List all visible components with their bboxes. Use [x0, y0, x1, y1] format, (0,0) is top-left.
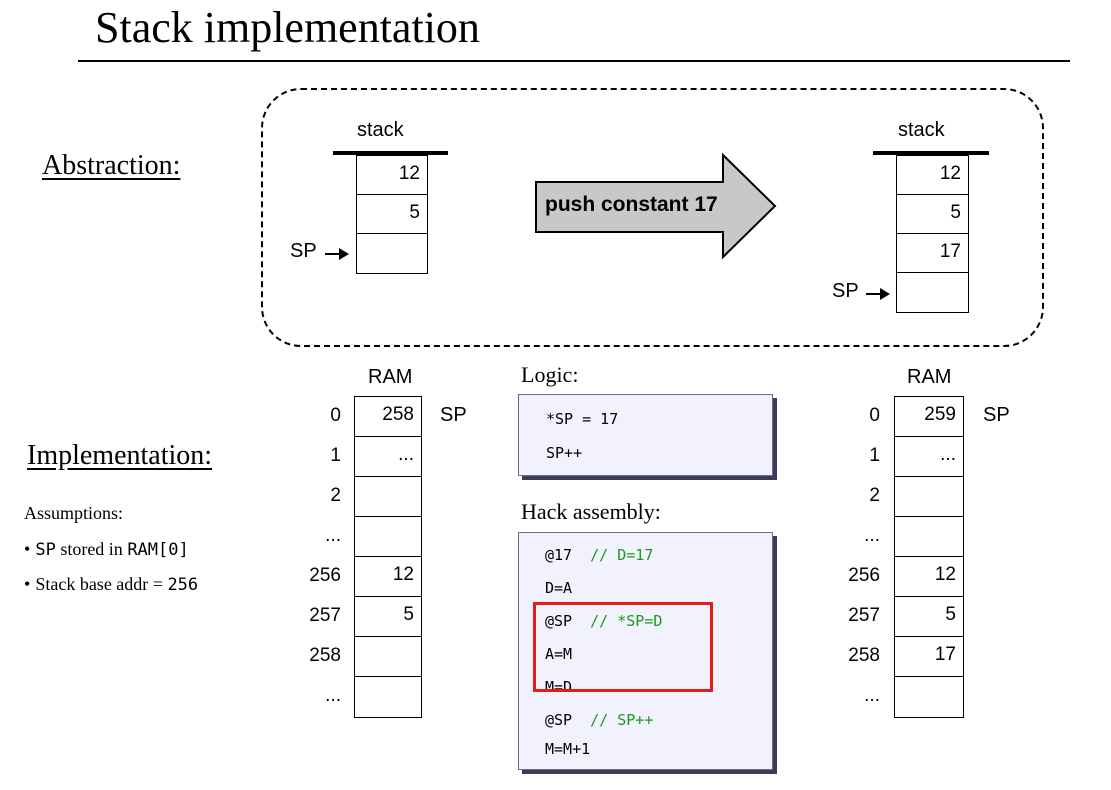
hack-code: D=A [545, 579, 573, 597]
ram-index: 258 [848, 645, 880, 666]
ram-index: 2 [869, 485, 880, 506]
hack-assembly-label: Hack assembly: [521, 499, 661, 524]
stack-before-cell [356, 233, 428, 274]
sp-pointer-label: SP [290, 240, 317, 262]
assumption-code: SP [35, 540, 56, 560]
stack-after-top-bar [873, 151, 989, 155]
ram-cell: 17 [894, 636, 964, 677]
push-arrow-icon [535, 152, 777, 260]
hack-comment: // SP++ [590, 711, 654, 729]
stack-before-top-bar [333, 151, 448, 155]
logic-line: *SP = 17 [546, 410, 619, 428]
hack-code: A=M [545, 645, 573, 663]
ram-index: 1 [330, 445, 341, 466]
ram-index: ... [864, 525, 880, 546]
implementation-heading: Implementation: [27, 440, 213, 471]
hack-line: @17 // D=17 [545, 546, 653, 564]
abstraction-frame [261, 88, 1044, 347]
stack-before-cell: 12 [356, 155, 428, 195]
sp-pointer-label: SP [832, 280, 859, 302]
hack-code: @17 [545, 546, 573, 564]
ram-index: 0 [330, 405, 341, 426]
assumptions-heading: Assumptions: [24, 503, 124, 523]
push-operation-label: push constant 17 [545, 193, 718, 216]
ram-cell [354, 636, 422, 677]
ram-index: 0 [869, 405, 880, 426]
ram-cell: 5 [354, 596, 422, 637]
logic-label: Logic: [521, 362, 579, 387]
ram-cell [354, 476, 422, 517]
page-title: Stack implementation [95, 3, 480, 52]
stack-after-cell: 5 [896, 194, 969, 234]
ram-index: 256 [309, 565, 341, 586]
assumption-item: • Stack base addr = 256 [24, 574, 198, 595]
ram-cell [894, 676, 964, 718]
bullet: • [24, 574, 31, 594]
hack-code-box: @17 // D=17 D=A @SP // *SP=D A=M M=D @SP… [518, 532, 773, 770]
ram-cell [894, 516, 964, 557]
ram-cell: ... [354, 436, 422, 477]
ram-cell [354, 516, 422, 557]
hack-line: A=M [545, 645, 572, 663]
ram-cell: 12 [894, 556, 964, 597]
stack-after-cell: 12 [896, 155, 969, 195]
ram-index: ... [325, 525, 341, 546]
stack-before-label: stack [357, 119, 404, 141]
assumption-code: RAM[0] [127, 540, 189, 560]
hack-code: M=M+1 [545, 740, 591, 758]
ram-index: ... [325, 685, 341, 706]
stack-before-cell: 5 [356, 194, 428, 234]
ram-note: SP [983, 404, 1010, 426]
ram-cell [894, 476, 964, 517]
code-highlight-box [533, 602, 713, 692]
ram-index: 256 [848, 565, 880, 586]
abstraction-heading: Abstraction: [42, 150, 181, 181]
stack-after-label: stack [898, 119, 945, 141]
ram-index: 1 [869, 445, 880, 466]
ram-index: ... [864, 685, 880, 706]
hack-line: M=M+1 [545, 740, 590, 758]
hack-line: @SP // SP++ [545, 711, 653, 729]
assumption-text: Stack base addr = [35, 574, 168, 594]
hack-comment: // D=17 [590, 546, 654, 564]
ram-cell: 5 [894, 596, 964, 637]
ram-index: 257 [309, 605, 341, 626]
ram-cell: 259 [894, 396, 964, 437]
hack-line: D=A [545, 579, 572, 597]
hack-code: @SP [545, 612, 573, 630]
assumption-code: 256 [167, 575, 199, 595]
logic-code-box: *SP = 17 SP++ [518, 394, 773, 476]
logic-line: SP++ [546, 444, 583, 462]
ram-index: 257 [848, 605, 880, 626]
title-rule [78, 60, 1070, 62]
ram-index: 258 [309, 645, 341, 666]
stack-after-cell [896, 272, 969, 313]
sp-pointer-arrow-icon [325, 248, 349, 260]
ram-cell [354, 676, 422, 718]
ram-cell: ... [894, 436, 964, 477]
ram-note: SP [440, 404, 467, 426]
hack-line: @SP // *SP=D [545, 612, 662, 630]
ram-before-label: RAM [368, 366, 413, 388]
hack-code: @SP [545, 711, 573, 729]
bullet: • [24, 539, 31, 559]
ram-cell: 258 [354, 396, 422, 437]
assumption-item: • SP stored in RAM[0] [24, 539, 189, 560]
assumption-text: stored in [55, 539, 128, 559]
ram-after-label: RAM [907, 366, 952, 388]
ram-index: 2 [330, 485, 341, 506]
stack-after-cell: 17 [896, 233, 969, 273]
hack-comment: // *SP=D [590, 612, 663, 630]
ram-cell: 12 [354, 556, 422, 597]
sp-pointer-arrow-icon [866, 288, 890, 300]
